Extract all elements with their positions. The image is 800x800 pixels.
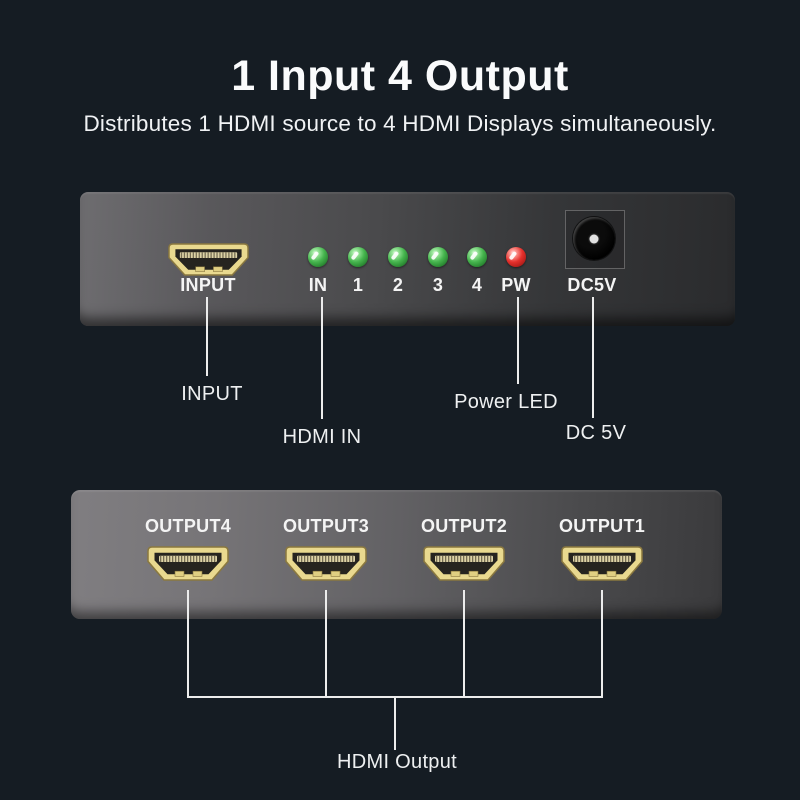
dc-power-jack [565, 210, 625, 269]
led-in-indicator [308, 247, 328, 267]
hdmi-port-icon [285, 546, 367, 581]
hdmi-port-icon [147, 546, 229, 581]
front-panel: INPUT IN 1 2 3 4 PW DC5V [80, 192, 735, 326]
hdmi-port-icon [423, 546, 505, 581]
output3-label: OUTPUT3 [282, 516, 370, 536]
input-port-label: INPUT [180, 275, 236, 295]
led-in-label: IN [308, 275, 328, 295]
hdmi-output4-port [147, 546, 229, 581]
led-1-label: 1 [352, 275, 364, 295]
callout-line-output1 [601, 590, 603, 698]
callout-stem-line [394, 696, 396, 750]
callout-line-input [206, 297, 208, 376]
led-pw-indicator [506, 247, 526, 267]
dc-jack-label: DC5V [567, 275, 617, 295]
led-pw-label: PW [501, 275, 531, 295]
hdmi-input-port [168, 243, 249, 276]
callout-line-hdmi-in [321, 297, 323, 419]
hdmi-output3-port [285, 546, 367, 581]
callout-label-dc5v: DC 5V [565, 422, 627, 444]
output2-label: OUTPUT2 [420, 516, 508, 536]
dc-jack-barrel-icon [573, 217, 615, 260]
hdmi-output1-port [561, 546, 643, 581]
led-3-label: 3 [432, 275, 444, 295]
led-2-indicator [388, 247, 408, 267]
callout-line-output3 [325, 590, 327, 698]
led-1-indicator [348, 247, 368, 267]
callout-label-input: INPUT [181, 383, 243, 405]
led-3-indicator [428, 247, 448, 267]
callout-line-output2 [463, 590, 465, 698]
callout-label-hdmi-output: HDMI Output [337, 751, 457, 773]
callout-label-power-led: Power LED [454, 391, 558, 413]
callout-line-dc5v [592, 297, 594, 418]
output4-label: OUTPUT4 [144, 516, 232, 536]
back-panel: OUTPUT4 OUTPUT3 OUTPUT2 OUTPUT1 [71, 490, 722, 619]
hdmi-output2-port [423, 546, 505, 581]
callout-label-hdmi-in: HDMI IN [282, 426, 362, 448]
callout-line-output4 [187, 590, 189, 698]
callout-line-power-led [517, 297, 519, 384]
hdmi-port-icon [168, 243, 249, 276]
led-2-label: 2 [392, 275, 404, 295]
output1-label: OUTPUT1 [558, 516, 646, 536]
page-title: 1 Input 4 Output [231, 52, 569, 100]
led-4-indicator [467, 247, 487, 267]
led-4-label: 4 [471, 275, 483, 295]
hdmi-port-icon [561, 546, 643, 581]
dc-jack-pin-icon [589, 234, 599, 243]
page-subtitle: Distributes 1 HDMI source to 4 HDMI Disp… [83, 111, 717, 136]
